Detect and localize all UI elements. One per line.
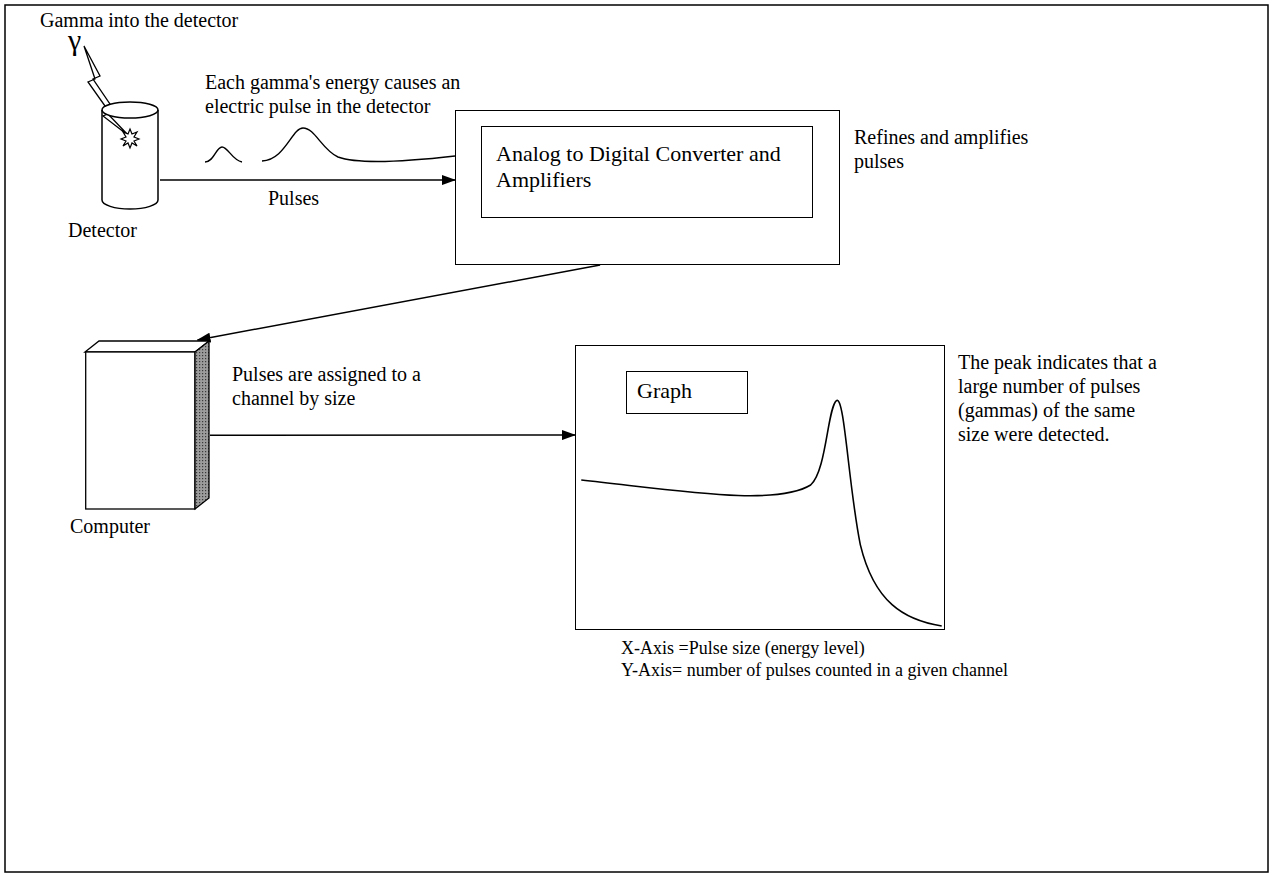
pulse-arrow-label: Pulses [268, 186, 319, 210]
data-arrow [198, 265, 601, 340]
peak-note: The peak indicates that a large number o… [958, 350, 1163, 446]
gamma-ray [84, 46, 129, 136]
graph-title-box: Graph [626, 371, 748, 414]
pulse-arrow [160, 179, 455, 181]
detector-cylinder: Detector [100, 100, 160, 212]
interaction-burst [121, 129, 139, 148]
pulse-note: Each gamma's energy causes an electric p… [205, 70, 475, 118]
cylinder-body [102, 110, 158, 209]
figure-frame [5, 5, 1268, 872]
detector-label: Detector [68, 218, 137, 242]
cyl-outline [100, 100, 160, 212]
curve-outline [576, 346, 944, 629]
graph-panel: X-Axis =Pulse size (energy level)Y-Axis=… [575, 345, 945, 630]
y-axis-note: Y-Axis= number of pulses counted in a gi… [621, 660, 1008, 682]
channel-arrow [210, 434, 575, 436]
converter-housing: Refines and amplifies pulsesAnalog to Di… [455, 110, 840, 265]
x-axis-note: X-Axis =Pulse size (energy level) [621, 638, 865, 660]
cylinder-top [102, 102, 158, 118]
computer-top [85, 341, 209, 352]
converter-box: Analog to Digital Converter and Amplifie… [481, 126, 813, 218]
spectrum-curve [581, 400, 941, 626]
gamma-symbol: γ [68, 22, 81, 58]
pc-outline [85, 340, 210, 510]
housing-note: Refines and amplifies pulses [854, 125, 1029, 173]
computer-label: Computer [70, 514, 150, 538]
small-pulse [205, 147, 242, 162]
computer-front [86, 352, 195, 509]
converter-label: Analog to Digital Converter and Amplifie… [482, 127, 812, 208]
computer-side [195, 341, 209, 509]
graph-title: Graph [627, 372, 747, 410]
channel-arrow-label: Pulses are assigned to a channel by size [232, 362, 467, 410]
large-pulse [262, 128, 455, 161]
computer-box: Computer [85, 340, 210, 510]
